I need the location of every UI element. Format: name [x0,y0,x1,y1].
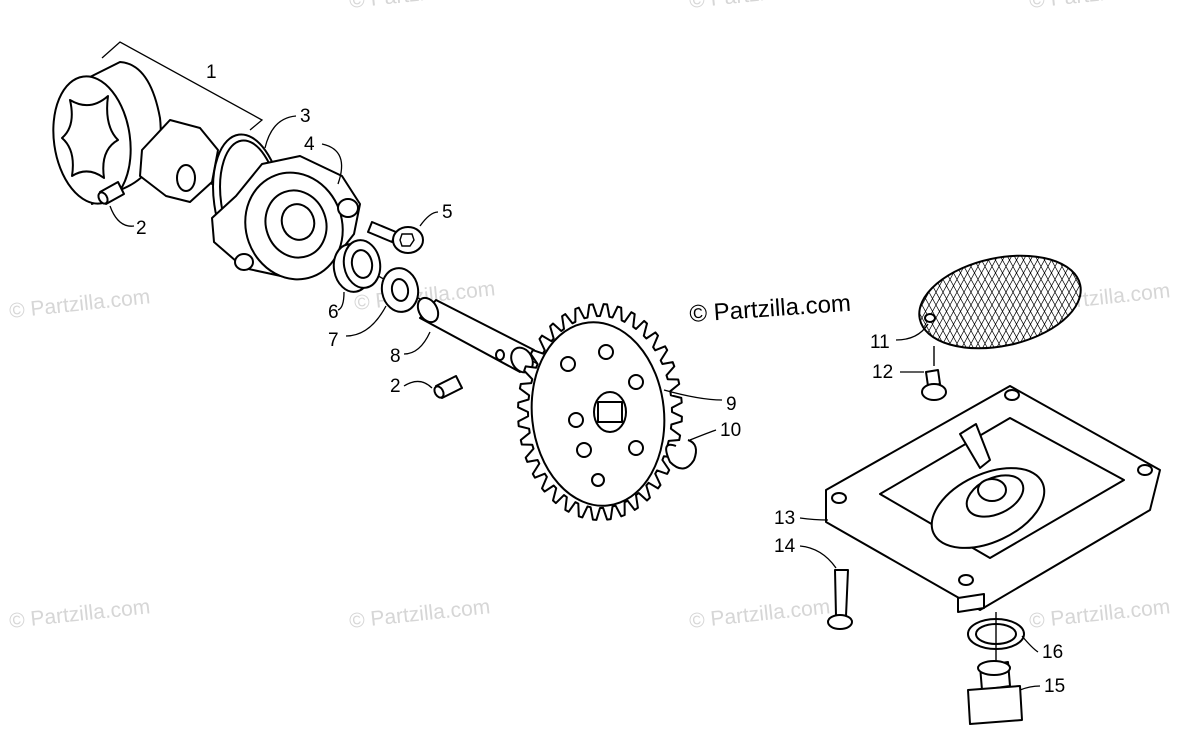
outer-rotor [52,61,162,205]
watermark: © Partzilla.com [1028,0,1171,13]
callout-15: 15 [1044,676,1065,697]
brand-label: © Partzilla.com [689,290,852,328]
pump-shaft [416,296,535,374]
callout-8: 8 [390,346,401,367]
callouts: 1 2 3 4 5 6 7 8 2 9 10 11 12 13 14 16 15 [136,62,1065,697]
callout-6: 6 [328,302,339,323]
circlip [665,439,697,470]
pan-bolt [827,569,853,630]
callout-2: 2 [136,218,147,239]
dowel-pin-upper [97,181,125,205]
callout-3: 3 [300,106,311,127]
callout-4: 4 [304,134,315,155]
callout-2b: 2 [390,376,401,397]
callout-16: 16 [1042,642,1063,663]
callout-5: 5 [442,202,453,223]
callout-10: 10 [720,420,741,441]
group-bracket [101,41,264,131]
dowel-pin-lower [433,375,463,399]
callout-14: 14 [774,536,796,557]
screw [367,221,424,254]
inner-rotor [139,119,219,203]
callout-9: 9 [726,394,737,415]
watermark: © Partzilla.com [348,595,491,633]
callout-13: 13 [774,508,795,529]
callout-1: 1 [206,62,217,83]
drain-plug [967,660,1023,725]
callout-12: 12 [872,362,893,383]
strainer-bolt [921,369,947,401]
oil-seal [332,239,382,293]
watermark: © Partzilla.com [348,0,491,13]
watermark: © Partzilla.com [8,595,151,633]
pump-drive-gear [517,303,683,521]
pump-housing [211,155,361,281]
watermark: © Partzilla.com [1028,595,1171,633]
oil-pan [825,385,1161,613]
callout-11: 11 [870,332,890,353]
watermark: © Partzilla.com [688,0,831,13]
washer [380,267,420,313]
callout-7: 7 [328,330,339,351]
leader-lines [109,115,1041,691]
watermark: © Partzilla.com [8,285,151,323]
watermark: © Partzilla.com [688,595,831,633]
